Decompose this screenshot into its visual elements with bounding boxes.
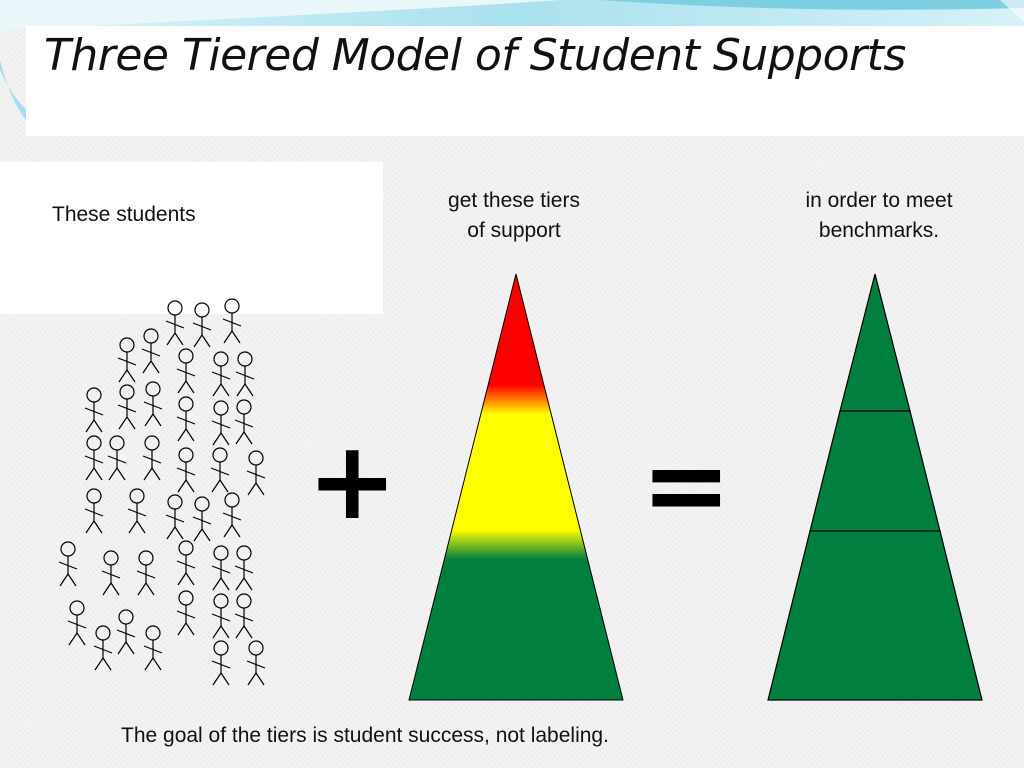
stick-figure-icon <box>176 396 196 442</box>
stick-figure-icon <box>192 302 212 348</box>
stick-figure-icon <box>84 488 104 534</box>
stick-figure-icon <box>234 545 254 591</box>
stick-figure-icon <box>176 590 196 636</box>
stick-figure-icon <box>235 351 255 397</box>
stick-figure-icon <box>117 337 137 383</box>
stick-figure-icon <box>211 593 231 639</box>
header-band <box>0 0 1024 120</box>
benchmarks-label-line1: in order to meet <box>805 189 953 212</box>
stick-figure-icon <box>165 300 185 346</box>
stick-figure-icon <box>192 496 212 542</box>
students-panel <box>0 162 383 314</box>
stick-figure-icon <box>246 640 266 686</box>
stick-figure-icon <box>84 387 104 433</box>
stick-figure-icon <box>211 400 231 446</box>
stick-figure-icon <box>107 435 127 481</box>
plus-sign: + <box>307 419 398 544</box>
support-tiers-shape <box>408 273 624 701</box>
stick-figure-icon <box>176 348 196 394</box>
equals-sign: = <box>641 423 732 548</box>
tiers-label: get these tiers of support <box>414 186 614 246</box>
benchmarks-label-line2: benchmarks. <box>818 219 940 242</box>
benchmark-tier-top <box>839 273 911 412</box>
stick-figure-icon <box>58 541 78 587</box>
stick-figure-icon <box>67 600 87 646</box>
stick-figure-icon <box>165 494 185 540</box>
stick-figure-icon <box>141 328 161 374</box>
stick-figure-icon <box>93 625 113 671</box>
stick-figure-icon <box>136 550 156 596</box>
stick-figure-icon <box>143 625 163 671</box>
title-box <box>26 26 1024 136</box>
benchmark-tier-bottom <box>767 530 983 701</box>
stick-figure-icon <box>84 435 104 481</box>
stick-figure-icon <box>234 399 254 445</box>
stick-figure-icon <box>116 609 136 655</box>
tiers-label-line2: of support <box>467 219 561 242</box>
stick-figure-icon <box>142 435 162 481</box>
slide-title: Three Tiered Model of Student Supports <box>44 30 906 81</box>
stick-figure-icon <box>101 550 121 596</box>
stick-figure-icon <box>222 298 242 344</box>
stick-figure-icon <box>117 384 137 430</box>
stick-figure-icon <box>211 351 231 397</box>
stick-figure-icon <box>143 381 163 427</box>
benchmark-tier-middle <box>809 410 941 532</box>
tiers-label-line1: get these tiers <box>448 189 580 212</box>
benchmarks-label: in order to meet benchmarks. <box>770 186 988 246</box>
footer-note: The goal of the tiers is student success… <box>121 724 609 747</box>
stick-figure-icon <box>246 450 266 496</box>
stick-figure-icon <box>176 447 196 493</box>
stick-figure-icon <box>234 593 254 639</box>
stick-figure-icon <box>211 545 231 591</box>
students-label: These students <box>52 203 196 226</box>
stick-figure-icon <box>210 447 230 493</box>
stick-figure-icon <box>211 640 231 686</box>
stick-figure-icon <box>176 540 196 586</box>
stick-figure-icon <box>222 492 242 538</box>
stick-figure-icon <box>127 488 147 534</box>
